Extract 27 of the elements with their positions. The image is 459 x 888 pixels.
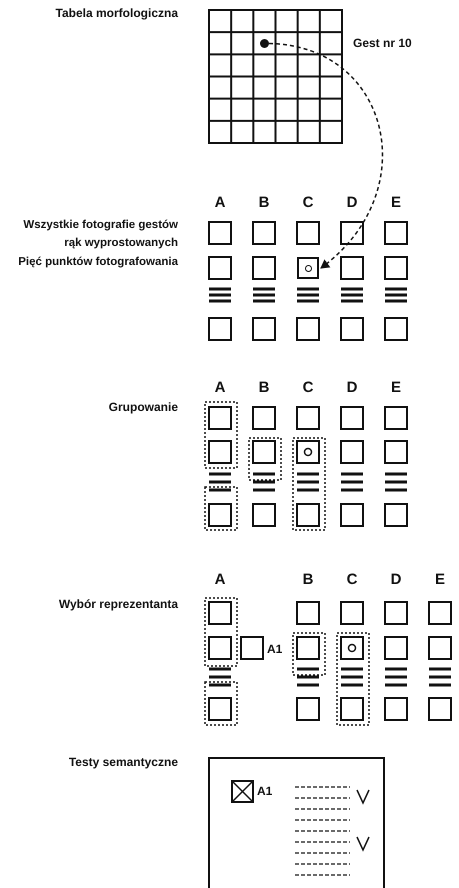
- step-label: Tabela morfologiczna: [56, 5, 178, 22]
- column-letter: C: [302, 379, 314, 397]
- column-letter: D: [346, 194, 358, 212]
- column-letter: E: [390, 194, 402, 212]
- column-letter: C: [302, 194, 314, 212]
- column-letter: D: [390, 571, 402, 589]
- column-letter: A: [214, 379, 226, 397]
- column-letter: E: [434, 571, 446, 589]
- column-letter: B: [258, 379, 270, 397]
- column-letter: A: [214, 571, 226, 589]
- dot-marker: [260, 39, 269, 48]
- step-label: Grupowanie: [108, 399, 178, 416]
- column-letter: C: [346, 571, 358, 589]
- dashed-arrow: [268, 42, 384, 269]
- box-label: A1: [267, 641, 282, 658]
- callout-text: Gest nr 10: [353, 35, 412, 52]
- photo-square: [297, 257, 319, 279]
- step-label: Pięć punktów fotografowania: [18, 255, 178, 270]
- column-letter: E: [390, 379, 402, 397]
- step-label: Wybór reprezentanta: [58, 596, 178, 613]
- step-label: Wszystkie fotografie gestów rąk wyprostowanych: [22, 218, 178, 251]
- step-label: Testy semantyczne: [68, 754, 178, 771]
- column-letter: A: [214, 194, 226, 212]
- column-letter: D: [346, 379, 358, 397]
- column-letter: B: [258, 194, 270, 212]
- column-letter: B: [302, 571, 314, 589]
- box-label: A1: [257, 783, 272, 800]
